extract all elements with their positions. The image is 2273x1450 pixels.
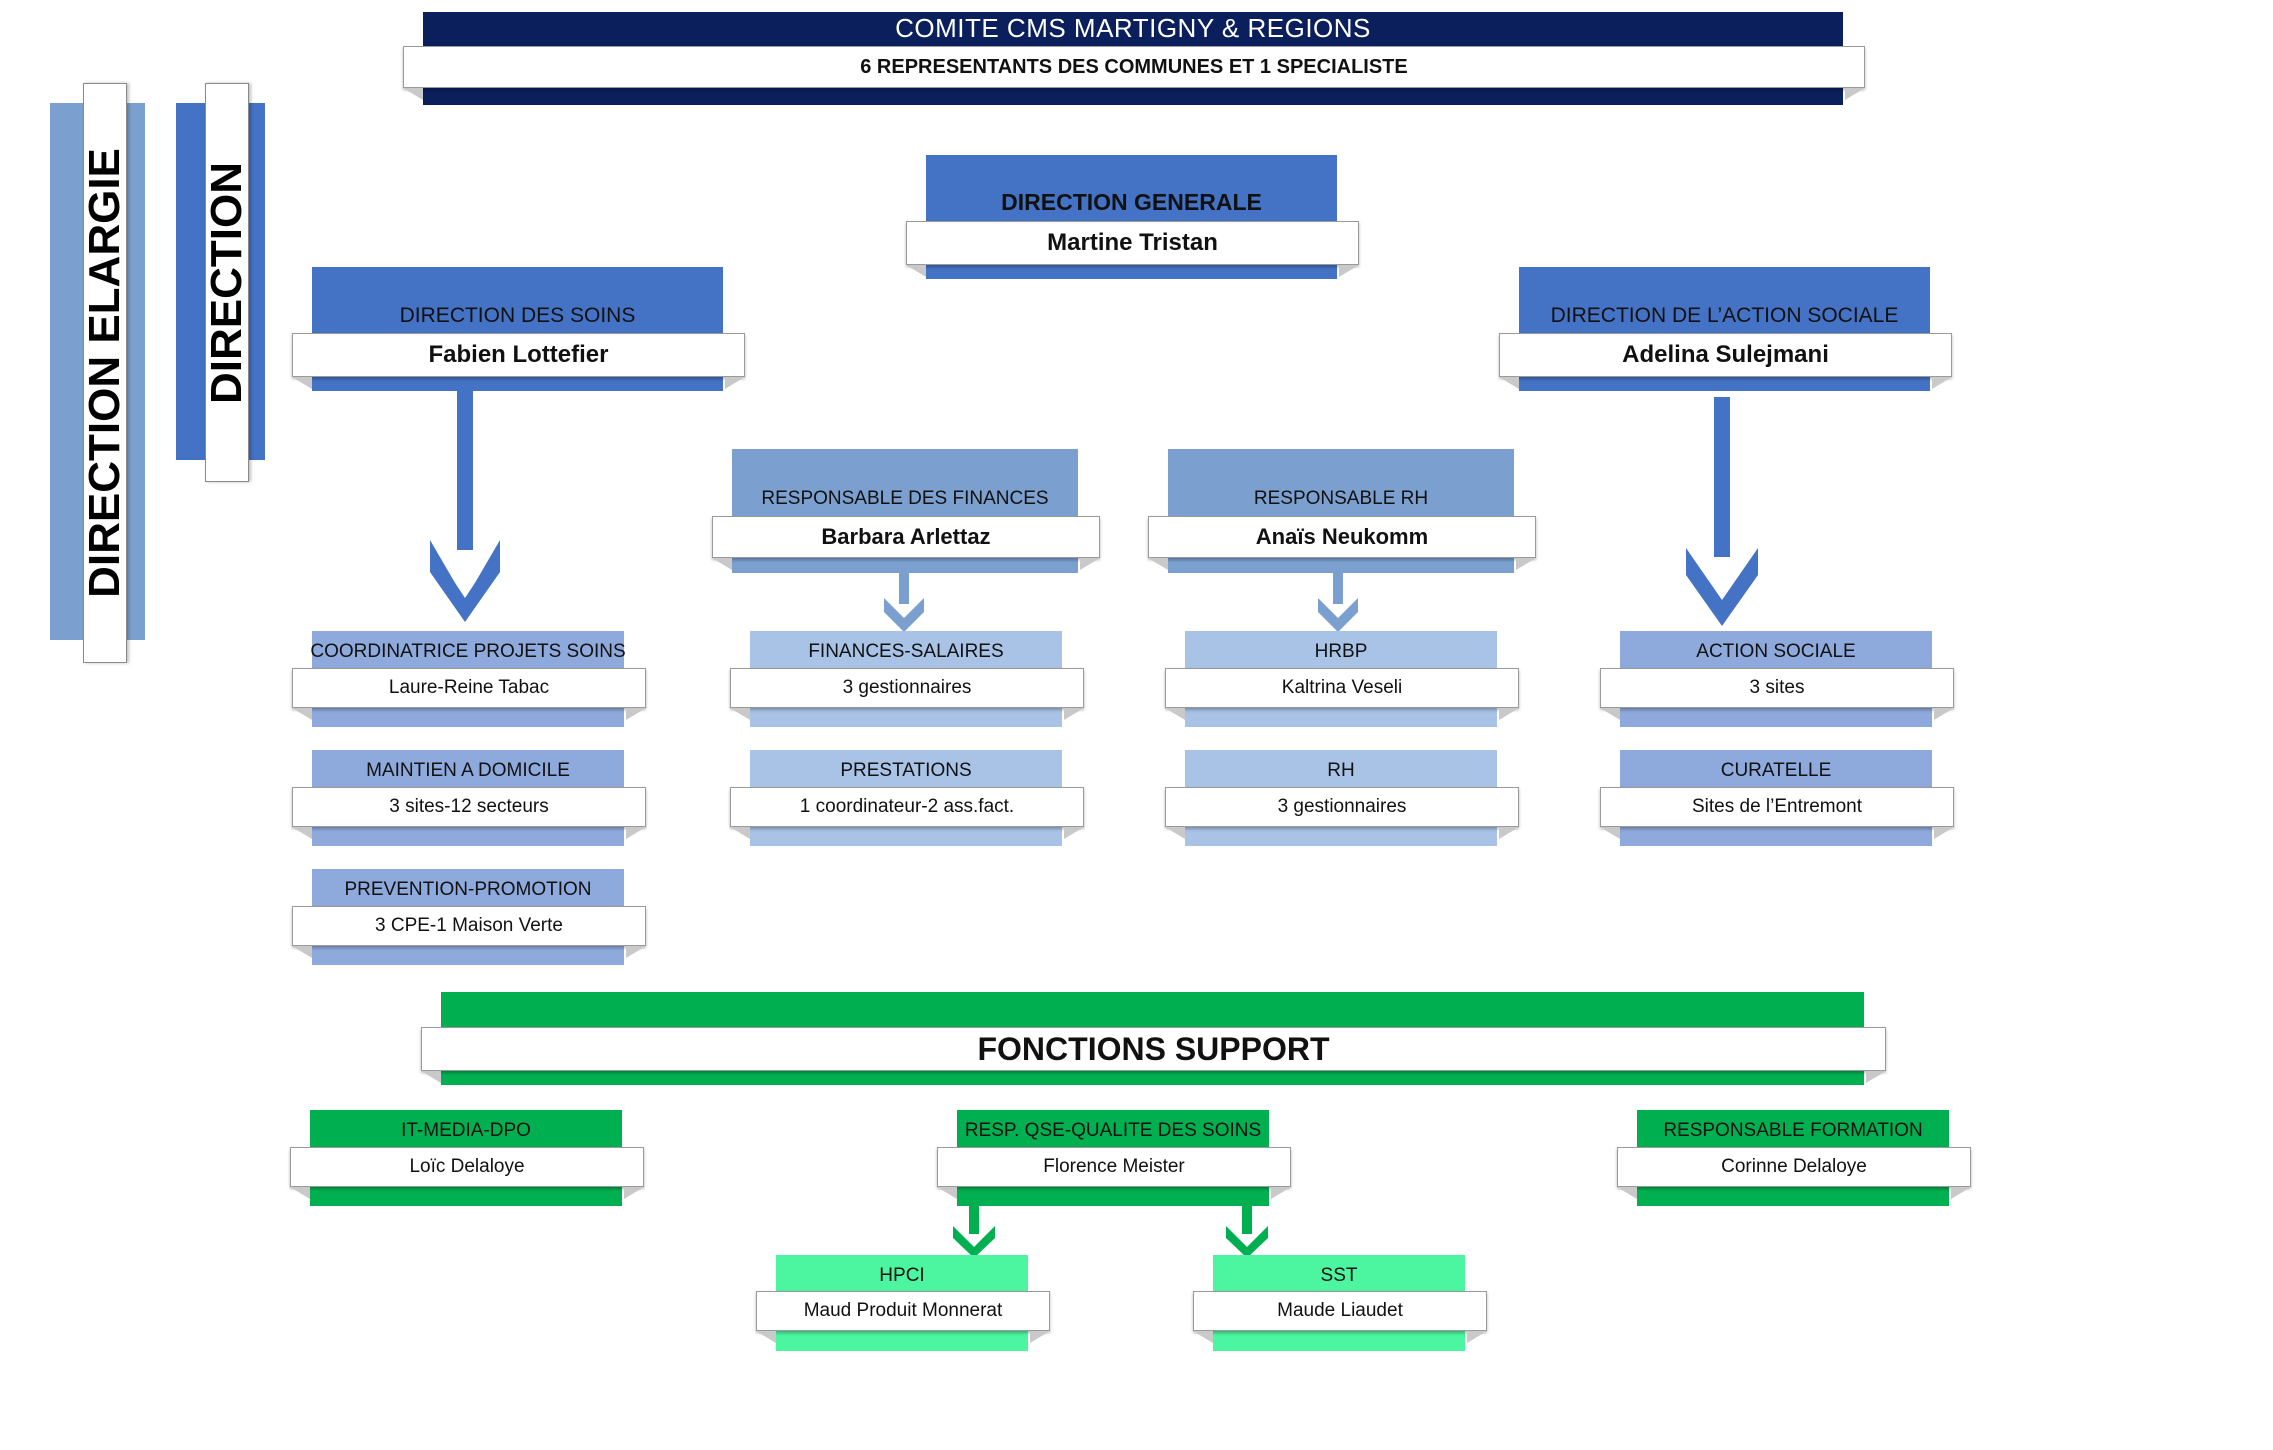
formation-name: Corinne Delaloye bbox=[1617, 1147, 1971, 1199]
rh-title: RESPONSABLE RH bbox=[1253, 488, 1429, 509]
arrow-sociale bbox=[1686, 397, 1758, 626]
direction-elargie-label: DIRECTION ELARGIE bbox=[80, 83, 130, 663]
soins-unit-2-title: MAINTIEN A DOMICILE bbox=[366, 760, 570, 781]
arrow-hpci bbox=[953, 1194, 995, 1258]
comite-subtitle: 6 REPRESENTANTS DES COMMUNES ET 1 SPECIA… bbox=[403, 46, 1865, 100]
direction-soins-name: Fabien Lottefier bbox=[292, 333, 745, 389]
it-title: IT-MEDIA-DPO bbox=[401, 1120, 531, 1141]
social-unit-2-title: CURATELLE bbox=[1720, 760, 1832, 781]
qse-title: RESP. QSE-QUALITE DES SOINS bbox=[964, 1120, 1262, 1141]
support-title: FONCTIONS SUPPORT bbox=[421, 1027, 1886, 1083]
arrow-sst bbox=[1226, 1194, 1268, 1258]
social-unit-2-value: Sites de l’Entremont bbox=[1600, 787, 1954, 839]
it-name: Loïc Delaloye bbox=[290, 1147, 644, 1199]
finance-unit-2-value: 1 coordinateur-2 ass.fact. bbox=[730, 787, 1084, 839]
rh-unit-2-value: 3 gestionnaires bbox=[1165, 787, 1519, 839]
soins-unit-2-value: 3 sites-12 secteurs bbox=[292, 787, 646, 839]
social-unit-1-title: ACTION SOCIALE bbox=[1696, 641, 1856, 662]
direction-generale-title: DIRECTION GENERALE bbox=[1001, 188, 1262, 215]
arrow-rh bbox=[1318, 568, 1358, 632]
direction-sociale-title: DIRECTION DE L’ACTION SOCIALE bbox=[1550, 304, 1899, 327]
rh-name: Anaïs Neukomm bbox=[1148, 516, 1536, 570]
sst-name: Maude Liaudet bbox=[1193, 1291, 1487, 1343]
finances-title: RESPONSABLE DES FINANCES bbox=[761, 488, 1049, 509]
arrow-soins bbox=[430, 390, 500, 622]
soins-unit-1-value: Laure-Reine Tabac bbox=[292, 668, 646, 720]
soins-unit-3-title: PREVENTION-PROMOTION bbox=[344, 879, 592, 900]
soins-unit-3-value: 3 CPE-1 Maison Verte bbox=[292, 906, 646, 958]
finance-unit-1-title: FINANCES-SALAIRES bbox=[808, 641, 1004, 662]
arrow-finances bbox=[884, 568, 924, 632]
qse-name: Florence Meister bbox=[937, 1147, 1291, 1199]
direction-label: DIRECTION bbox=[202, 83, 251, 482]
sst-title: SST bbox=[1320, 1265, 1358, 1286]
hpci-title: HPCI bbox=[879, 1265, 925, 1286]
finance-unit-2-title: PRESTATIONS bbox=[840, 760, 972, 781]
direction-soins-title: DIRECTION DES SOINS bbox=[399, 304, 636, 327]
finances-name: Barbara Arlettaz bbox=[712, 516, 1100, 570]
finance-unit-1-value: 3 gestionnaires bbox=[730, 668, 1084, 720]
comite-title: COMITE CMS MARTIGNY & REGIONS bbox=[895, 12, 1371, 43]
rh-unit-2-title: RH bbox=[1327, 760, 1355, 781]
hpci-name: Maud Produit Monnerat bbox=[756, 1291, 1050, 1343]
rh-unit-1-value: Kaltrina Veseli bbox=[1165, 668, 1519, 720]
social-unit-1-value: 3 sites bbox=[1600, 668, 1954, 720]
direction-sociale-name: Adelina Sulejmani bbox=[1499, 333, 1952, 389]
rh-unit-1-title: HRBP bbox=[1314, 641, 1368, 662]
direction-text: DIRECTION bbox=[202, 161, 251, 404]
direction-generale-name: Martine Tristan bbox=[906, 221, 1359, 277]
soins-unit-1-title: COORDINATRICE PROJETS SOINS bbox=[310, 641, 626, 662]
formation-title: RESPONSABLE FORMATION bbox=[1663, 1120, 1923, 1141]
direction-elargie-text: DIRECTION ELARGIE bbox=[80, 148, 130, 598]
